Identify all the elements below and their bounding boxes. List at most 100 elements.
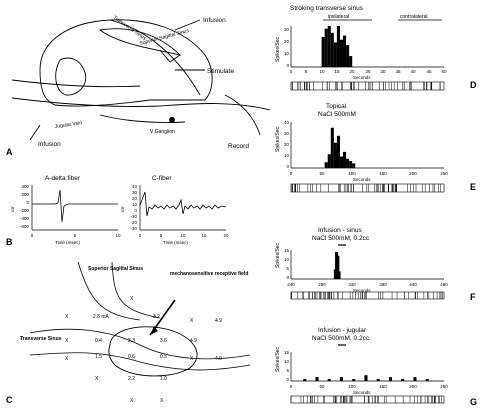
ytick: 10 xyxy=(284,153,290,158)
histogram-bar xyxy=(333,42,337,67)
xtick: 250 xyxy=(440,384,448,389)
histogram-bar xyxy=(376,379,380,381)
value: 2.2 xyxy=(128,376,135,382)
ytick: 0 xyxy=(26,200,29,205)
contralateral-label: contralateral xyxy=(400,14,428,20)
e-ylabel: Spikes/Sec xyxy=(275,126,281,152)
d-xlabel: Seconds xyxy=(353,75,371,80)
histogram-bar xyxy=(346,158,350,168)
value-threshold: 2.8 mA xyxy=(93,314,110,320)
ytick: 15 xyxy=(284,350,290,355)
transverse-sinus-outline xyxy=(29,328,251,371)
d-ylabel: Spikes/Sec xyxy=(275,36,281,62)
panel-e: Topical NaCl 500mM Spikes/Sec 40 30 20 1… xyxy=(275,103,476,192)
a-delta-yticks: 400 200 0 -200 -400 -600 xyxy=(20,184,30,229)
histogram-bar xyxy=(349,56,353,67)
label-v-ganglion: V Ganglion xyxy=(150,129,175,135)
label-record: Record xyxy=(228,143,249,150)
value: 1.5 xyxy=(95,354,102,360)
xtick: 290 xyxy=(318,282,326,287)
xtick: 390 xyxy=(379,282,387,287)
label-stimulate: Stimulate xyxy=(207,68,234,75)
histogram-bar xyxy=(339,156,344,168)
xtick: 0 xyxy=(290,171,293,176)
ganglion-dot xyxy=(169,117,175,123)
xtick: 340 xyxy=(348,282,356,287)
panel-letter-f: F xyxy=(470,292,476,302)
a-delta-xlabel: Time (msec) xyxy=(55,240,80,245)
ytick: 10 xyxy=(284,359,290,364)
xtick: 240 xyxy=(287,282,295,287)
xtick: 10 xyxy=(319,69,325,74)
raster-frame xyxy=(290,81,445,91)
value: 0.4 xyxy=(95,338,102,344)
xtick: 10 xyxy=(115,233,121,238)
xtick: 440 xyxy=(409,282,417,287)
ytick: 0 xyxy=(286,63,289,68)
histogram-bar xyxy=(327,379,331,381)
ytick: -10 xyxy=(130,214,137,219)
xtick: 490 xyxy=(440,282,448,287)
vein-line xyxy=(99,114,186,123)
g-ylabel: Spikes/Sec xyxy=(275,346,281,372)
f-xticks: 240 290 340 390 440 490 xyxy=(287,282,448,287)
spike-rasters xyxy=(290,81,445,404)
a-delta-xticks: 0 5 10 xyxy=(31,233,121,238)
panel-letter-g: G xyxy=(470,397,477,407)
value: 3.6 xyxy=(160,338,167,344)
c-fiber-yticks: 40 30 20 10 0 -10 -20 -30 xyxy=(130,184,137,231)
x-mark: X xyxy=(95,376,99,382)
xtick: 0 xyxy=(290,384,293,389)
panel-letter-b: B xyxy=(6,237,13,247)
histogram-bar xyxy=(327,26,331,67)
ytick: 20 xyxy=(284,39,290,44)
xtick: 5 xyxy=(74,233,77,238)
value: 4.9 xyxy=(215,318,222,324)
label-receptive-field: mechanosensitive receptive field xyxy=(170,271,248,277)
ytick: 200 xyxy=(21,192,29,197)
ytick: 0 xyxy=(286,164,289,169)
panel-letter-a: A xyxy=(6,147,13,157)
g-xticks: 0 50 100 150 200 250 xyxy=(290,384,449,389)
ytick: -200 xyxy=(20,208,30,213)
ytick: 10 xyxy=(284,51,290,56)
xtick: 25 xyxy=(365,69,371,74)
histogram-charts xyxy=(290,26,444,382)
label-transverse-sinus-c: Transverse Sinus xyxy=(20,336,62,342)
xtick: 40 xyxy=(410,69,416,74)
ytick: 30 xyxy=(132,190,138,195)
histogram-bar xyxy=(324,162,328,168)
panel-b: A-delta fiber C-fiber uV 400 200 0 -200 … xyxy=(6,175,229,247)
x-mark: X xyxy=(130,398,134,404)
xtick: 45 xyxy=(426,69,432,74)
xtick: 200 xyxy=(409,384,417,389)
xtick: 50 xyxy=(319,384,325,389)
ytick: -400 xyxy=(20,216,30,221)
value: 0.5 xyxy=(160,354,167,360)
ytick: 20 xyxy=(132,196,138,201)
xtick: 200 xyxy=(409,171,417,176)
ytick: 10 xyxy=(284,257,290,262)
value: 3.2 xyxy=(153,314,160,320)
histogram-bar xyxy=(339,39,344,67)
panel-letter-e: E xyxy=(470,182,476,192)
eye-shape xyxy=(55,57,87,96)
histogram-bar xyxy=(343,35,347,67)
ytick: 5 xyxy=(286,266,289,271)
xtick: 15 xyxy=(334,69,340,74)
x-mark: X xyxy=(160,398,164,404)
g-xlabel: Seconds xyxy=(353,390,371,395)
raster-frame xyxy=(290,183,445,193)
xtick: 20 xyxy=(349,69,355,74)
value: 0.6 xyxy=(128,354,135,360)
histogram-bar xyxy=(336,26,340,67)
label-jugular-vein: Jugular Vein xyxy=(54,120,82,130)
x-mark: X xyxy=(65,314,69,320)
value: 4.9 xyxy=(190,338,197,344)
x-mark: X xyxy=(65,356,69,362)
electrode xyxy=(159,49,181,63)
d-title: Stroking transverse sinus xyxy=(290,5,364,12)
ytick: 40 xyxy=(284,120,290,125)
xtick: 5 xyxy=(305,69,308,74)
